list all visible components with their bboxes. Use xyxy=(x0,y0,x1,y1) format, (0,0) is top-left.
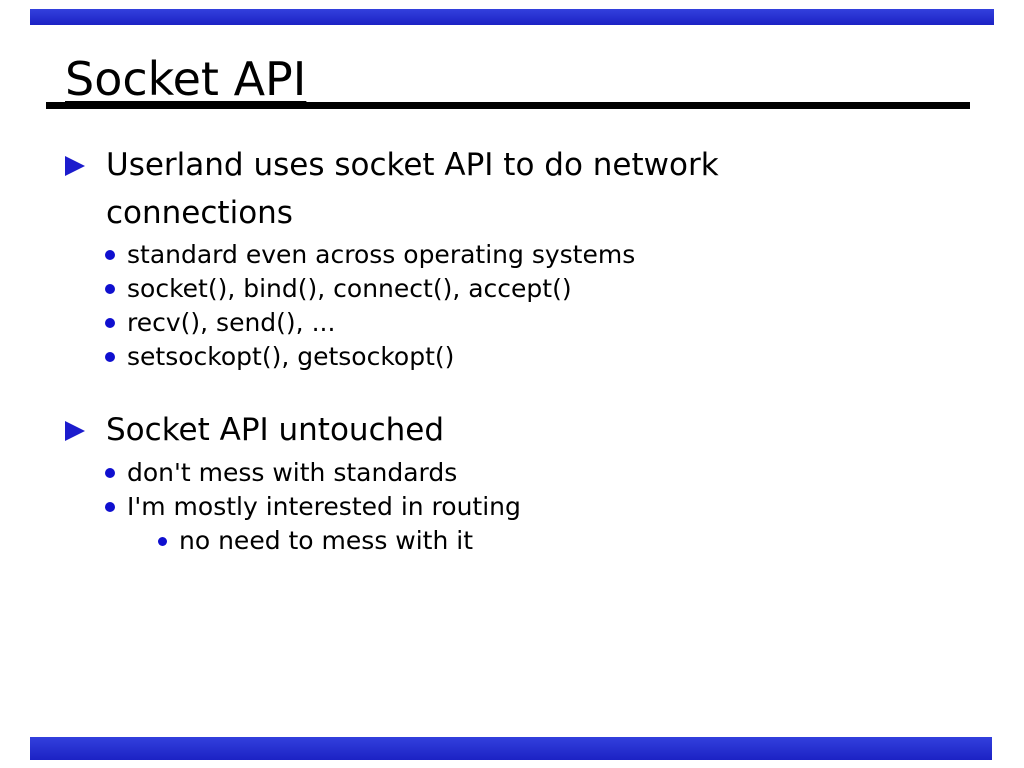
list-item: don't mess with standards xyxy=(65,456,521,490)
list-item: standard even across operating systems xyxy=(65,238,635,272)
triangle-bullet-icon xyxy=(65,156,85,176)
section-1-heading-text: Userland uses socket API to do network c… xyxy=(106,147,719,231)
dot-bullet-icon xyxy=(105,468,115,478)
bottom-decoration-bar xyxy=(30,737,992,760)
slide-title: Socket API xyxy=(65,52,307,106)
dot-bullet-icon xyxy=(105,284,115,294)
section-1-bullet-list: standard even across operating systems s… xyxy=(65,238,635,374)
bullet-text: setsockopt(), getsockopt() xyxy=(127,342,455,371)
bullet-text: don't mess with standards xyxy=(127,458,458,487)
dot-bullet-icon xyxy=(105,318,115,328)
bullet-text: I'm mostly interested in routing xyxy=(127,492,521,521)
triangle-bullet-icon xyxy=(65,421,85,441)
sub-bullet-text: no need to mess with it xyxy=(179,526,474,555)
list-item: setsockopt(), getsockopt() xyxy=(65,340,635,374)
list-item: I'm mostly interested in routing xyxy=(65,490,521,524)
top-decoration-bar xyxy=(30,9,994,25)
dot-bullet-icon xyxy=(158,537,167,546)
dot-bullet-icon xyxy=(105,502,115,512)
list-item: recv(), send(), ... xyxy=(65,306,635,340)
section-2-bullet-list: don't mess with standards I'm mostly int… xyxy=(65,456,521,524)
bullet-text: recv(), send(), ... xyxy=(127,308,336,337)
title-underline-rule xyxy=(46,102,970,109)
section-1-heading-item: Userland uses socket API to do network c… xyxy=(65,141,785,237)
bullet-text: standard even across operating systems xyxy=(127,240,636,269)
list-item: socket(), bind(), connect(), accept() xyxy=(65,272,635,306)
dot-bullet-icon xyxy=(105,352,115,362)
section-2-sub-bullet-item: no need to mess with it xyxy=(65,524,473,558)
dot-bullet-icon xyxy=(105,250,115,260)
section-2-heading-text: Socket API untouched xyxy=(106,412,445,448)
section-2-heading-item: Socket API untouched xyxy=(65,406,785,454)
bullet-text: socket(), bind(), connect(), accept() xyxy=(127,274,572,303)
